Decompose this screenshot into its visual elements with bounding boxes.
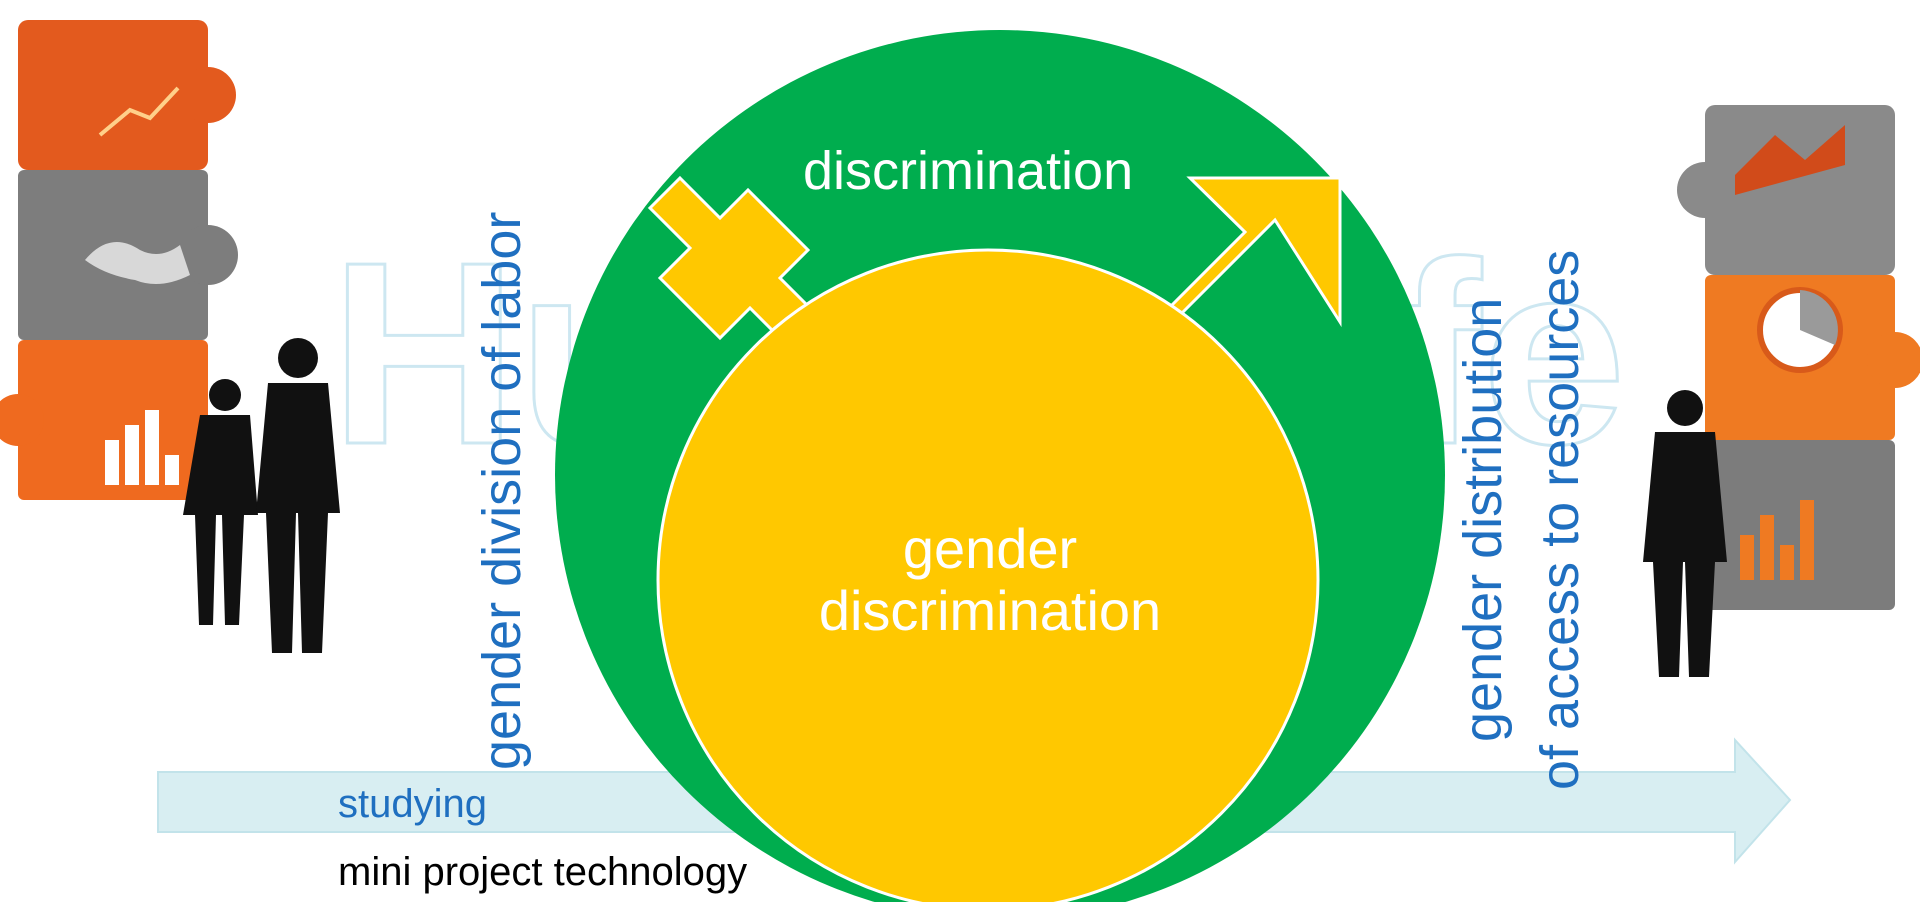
- outer-circle-label: discrimination: [803, 141, 1134, 201]
- right-businessman: [1643, 390, 1727, 677]
- arrow-label: studying: [338, 782, 487, 826]
- inner-circle-label-line1: gender: [902, 517, 1078, 580]
- right-vertical-label-line1: gender distribution: [1453, 297, 1513, 742]
- right-vertical-label-line2: of access to resources: [1530, 249, 1590, 790]
- footer-text: mini project technology: [338, 850, 748, 894]
- inner-circle: [656, 248, 1320, 902]
- left-businessmen: [183, 338, 340, 653]
- left-vertical-label: gender division of labor: [472, 211, 532, 770]
- right-puzzle-tower: [1677, 105, 1920, 610]
- left-puzzle-tower: [0, 20, 238, 500]
- inner-circle-label: gender discrimination: [780, 518, 1200, 641]
- inner-circle-label-line2: discrimination: [818, 578, 1162, 642]
